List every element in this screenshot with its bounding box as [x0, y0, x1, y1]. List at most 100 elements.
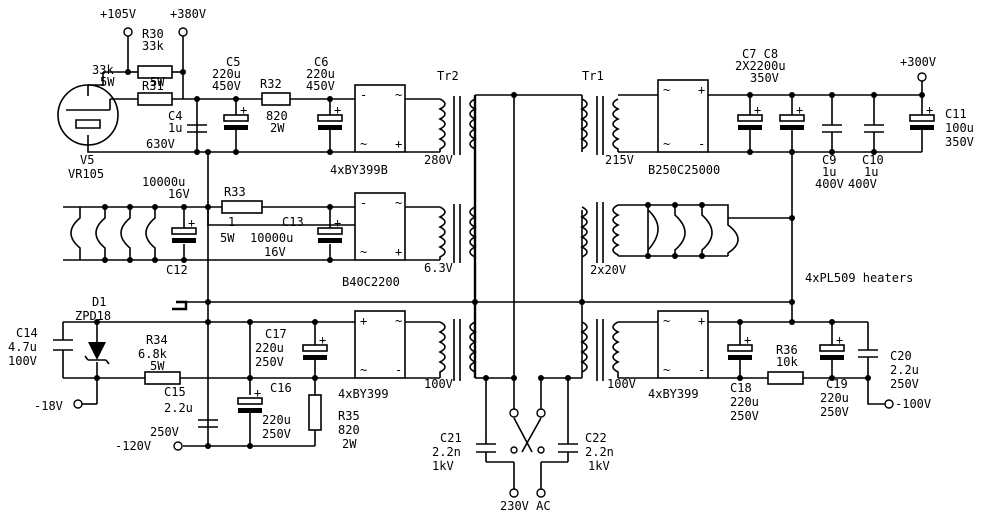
heater-loops: [70, 205, 739, 260]
label-c17-name: C17: [265, 327, 287, 341]
svg-text:-: -: [698, 363, 705, 377]
capacitor-c11: +: [909, 103, 935, 130]
label-r35-w: 2W: [342, 437, 357, 451]
capacitor-c14: [53, 339, 73, 351]
label-c13-v: 16V: [264, 245, 286, 259]
label-c16-v: 250V: [262, 427, 291, 441]
capacitors: + + + + + + + + + + +: [53, 103, 935, 453]
label-c9-v: 400V: [815, 177, 844, 191]
label-r32-w: 2W: [270, 121, 285, 135]
label-r32-name: R32: [260, 77, 282, 91]
svg-text:-: -: [360, 88, 367, 102]
bridge-5: ~+~-: [657, 310, 709, 379]
label-c7c8-v: 350V: [750, 71, 779, 85]
svg-text:~: ~: [360, 245, 367, 259]
svg-text:+: +: [240, 103, 247, 117]
label-v18: -18V: [34, 399, 63, 413]
label-r34-w: 5W: [150, 359, 165, 373]
label-r30-name: R30: [142, 27, 164, 41]
transformer-tr1: [580, 96, 620, 381]
capacitor-c19: +: [819, 333, 845, 360]
svg-text:~: ~: [360, 137, 367, 151]
label-c13-name: C13: [282, 215, 304, 229]
label-pl509: 4xPL509 heaters: [805, 271, 913, 285]
resistor-r30: [137, 65, 173, 79]
capacitor-c4: [187, 124, 207, 133]
label-r31-left-b: 5W: [100, 75, 115, 89]
label-v380: +380V: [170, 7, 206, 21]
label-v100b: 100V: [607, 377, 636, 391]
label-c14-name: C14: [16, 326, 38, 340]
bridge-1: -~~+: [354, 84, 406, 153]
label-d1-type: ZPD18: [75, 309, 111, 323]
label-d1-name: D1: [92, 295, 106, 309]
label-v300: +300V: [900, 55, 936, 69]
svg-text:+: +: [334, 216, 341, 230]
svg-text:+: +: [254, 386, 261, 400]
label-bridge4: 4xBY399: [338, 387, 389, 401]
resistor-r32: [261, 92, 291, 106]
capacitor-c18: +: [727, 333, 753, 360]
svg-text:-: -: [395, 363, 402, 377]
svg-text:+: +: [698, 83, 705, 97]
resistor-r34: [144, 371, 181, 385]
label-r33-name: R33: [224, 185, 246, 199]
label-c4-v: 630V: [146, 137, 175, 151]
resistor-r31: [137, 92, 173, 106]
label-tr1: Tr1: [582, 69, 604, 83]
label-c10-v: 400V: [848, 177, 877, 191]
wires: [62, 35, 923, 490]
label-c14-val: 4.7u: [8, 340, 37, 354]
label-r35-name: R35: [338, 409, 360, 423]
label-c22-val: 2.2n: [585, 445, 614, 459]
capacitor-c20: [858, 349, 878, 358]
capacitor-c16: +: [237, 386, 263, 413]
terminals: [73, 27, 927, 498]
bridge-4: ~+~-: [657, 79, 709, 153]
label-r33-val: 1: [228, 215, 235, 229]
label-c17-v: 250V: [255, 355, 284, 369]
label-c9-val: 1u: [822, 165, 836, 179]
label-v100a: 100V: [424, 377, 453, 391]
label-r36-name: R36: [776, 343, 798, 357]
transformers: [438, 96, 620, 381]
svg-text:+: +: [744, 333, 751, 347]
label-c5-val: 220u: [212, 67, 241, 81]
resistor-r35: [308, 394, 322, 431]
label-vneg120: -120V: [115, 439, 151, 453]
bridge-2: -~~+: [354, 192, 406, 261]
label-c18-v: 250V: [730, 409, 759, 423]
label-r31-left-a: 33k: [92, 63, 114, 77]
svg-text:+: +: [395, 245, 402, 259]
capacitor-c8: +: [779, 103, 805, 130]
svg-text:~: ~: [360, 363, 367, 377]
capacitor-c7: +: [737, 103, 763, 130]
label-tr2: Tr2: [437, 69, 459, 83]
resistors: [137, 65, 804, 431]
svg-text:+: +: [836, 333, 843, 347]
label-r34-val: 6.8k: [138, 347, 168, 361]
label-bridge1: 4xBY399B: [330, 163, 388, 177]
label-c7c8-val: 2X2200u: [735, 59, 786, 73]
capacitor-c5: +: [223, 103, 249, 130]
label-c5-name: C5: [226, 55, 240, 69]
capacitor-c22: [558, 443, 578, 453]
label-c19-name: C19: [826, 377, 848, 391]
label-r34-name: R34: [146, 333, 168, 347]
label-c6-v: 450V: [306, 79, 335, 93]
svg-text:-: -: [698, 137, 705, 151]
label-v215: 215V: [605, 153, 634, 167]
label-c11-v: 350V: [945, 135, 974, 149]
svg-text:~: ~: [663, 314, 670, 328]
label-c22-name: C22: [585, 431, 607, 445]
resistor-r33: [221, 200, 263, 214]
label-c15-val: 2.2u: [164, 401, 193, 415]
label-c21-v: 1kV: [432, 459, 454, 473]
svg-text:-: -: [360, 196, 367, 210]
label-c17-val: 220u: [255, 341, 284, 355]
label-c14-v: 100V: [8, 354, 37, 368]
label-c15-name: C15: [164, 385, 186, 399]
label-v5-type: VR105: [68, 167, 104, 181]
label-bridge2: B250C25000: [648, 163, 720, 177]
